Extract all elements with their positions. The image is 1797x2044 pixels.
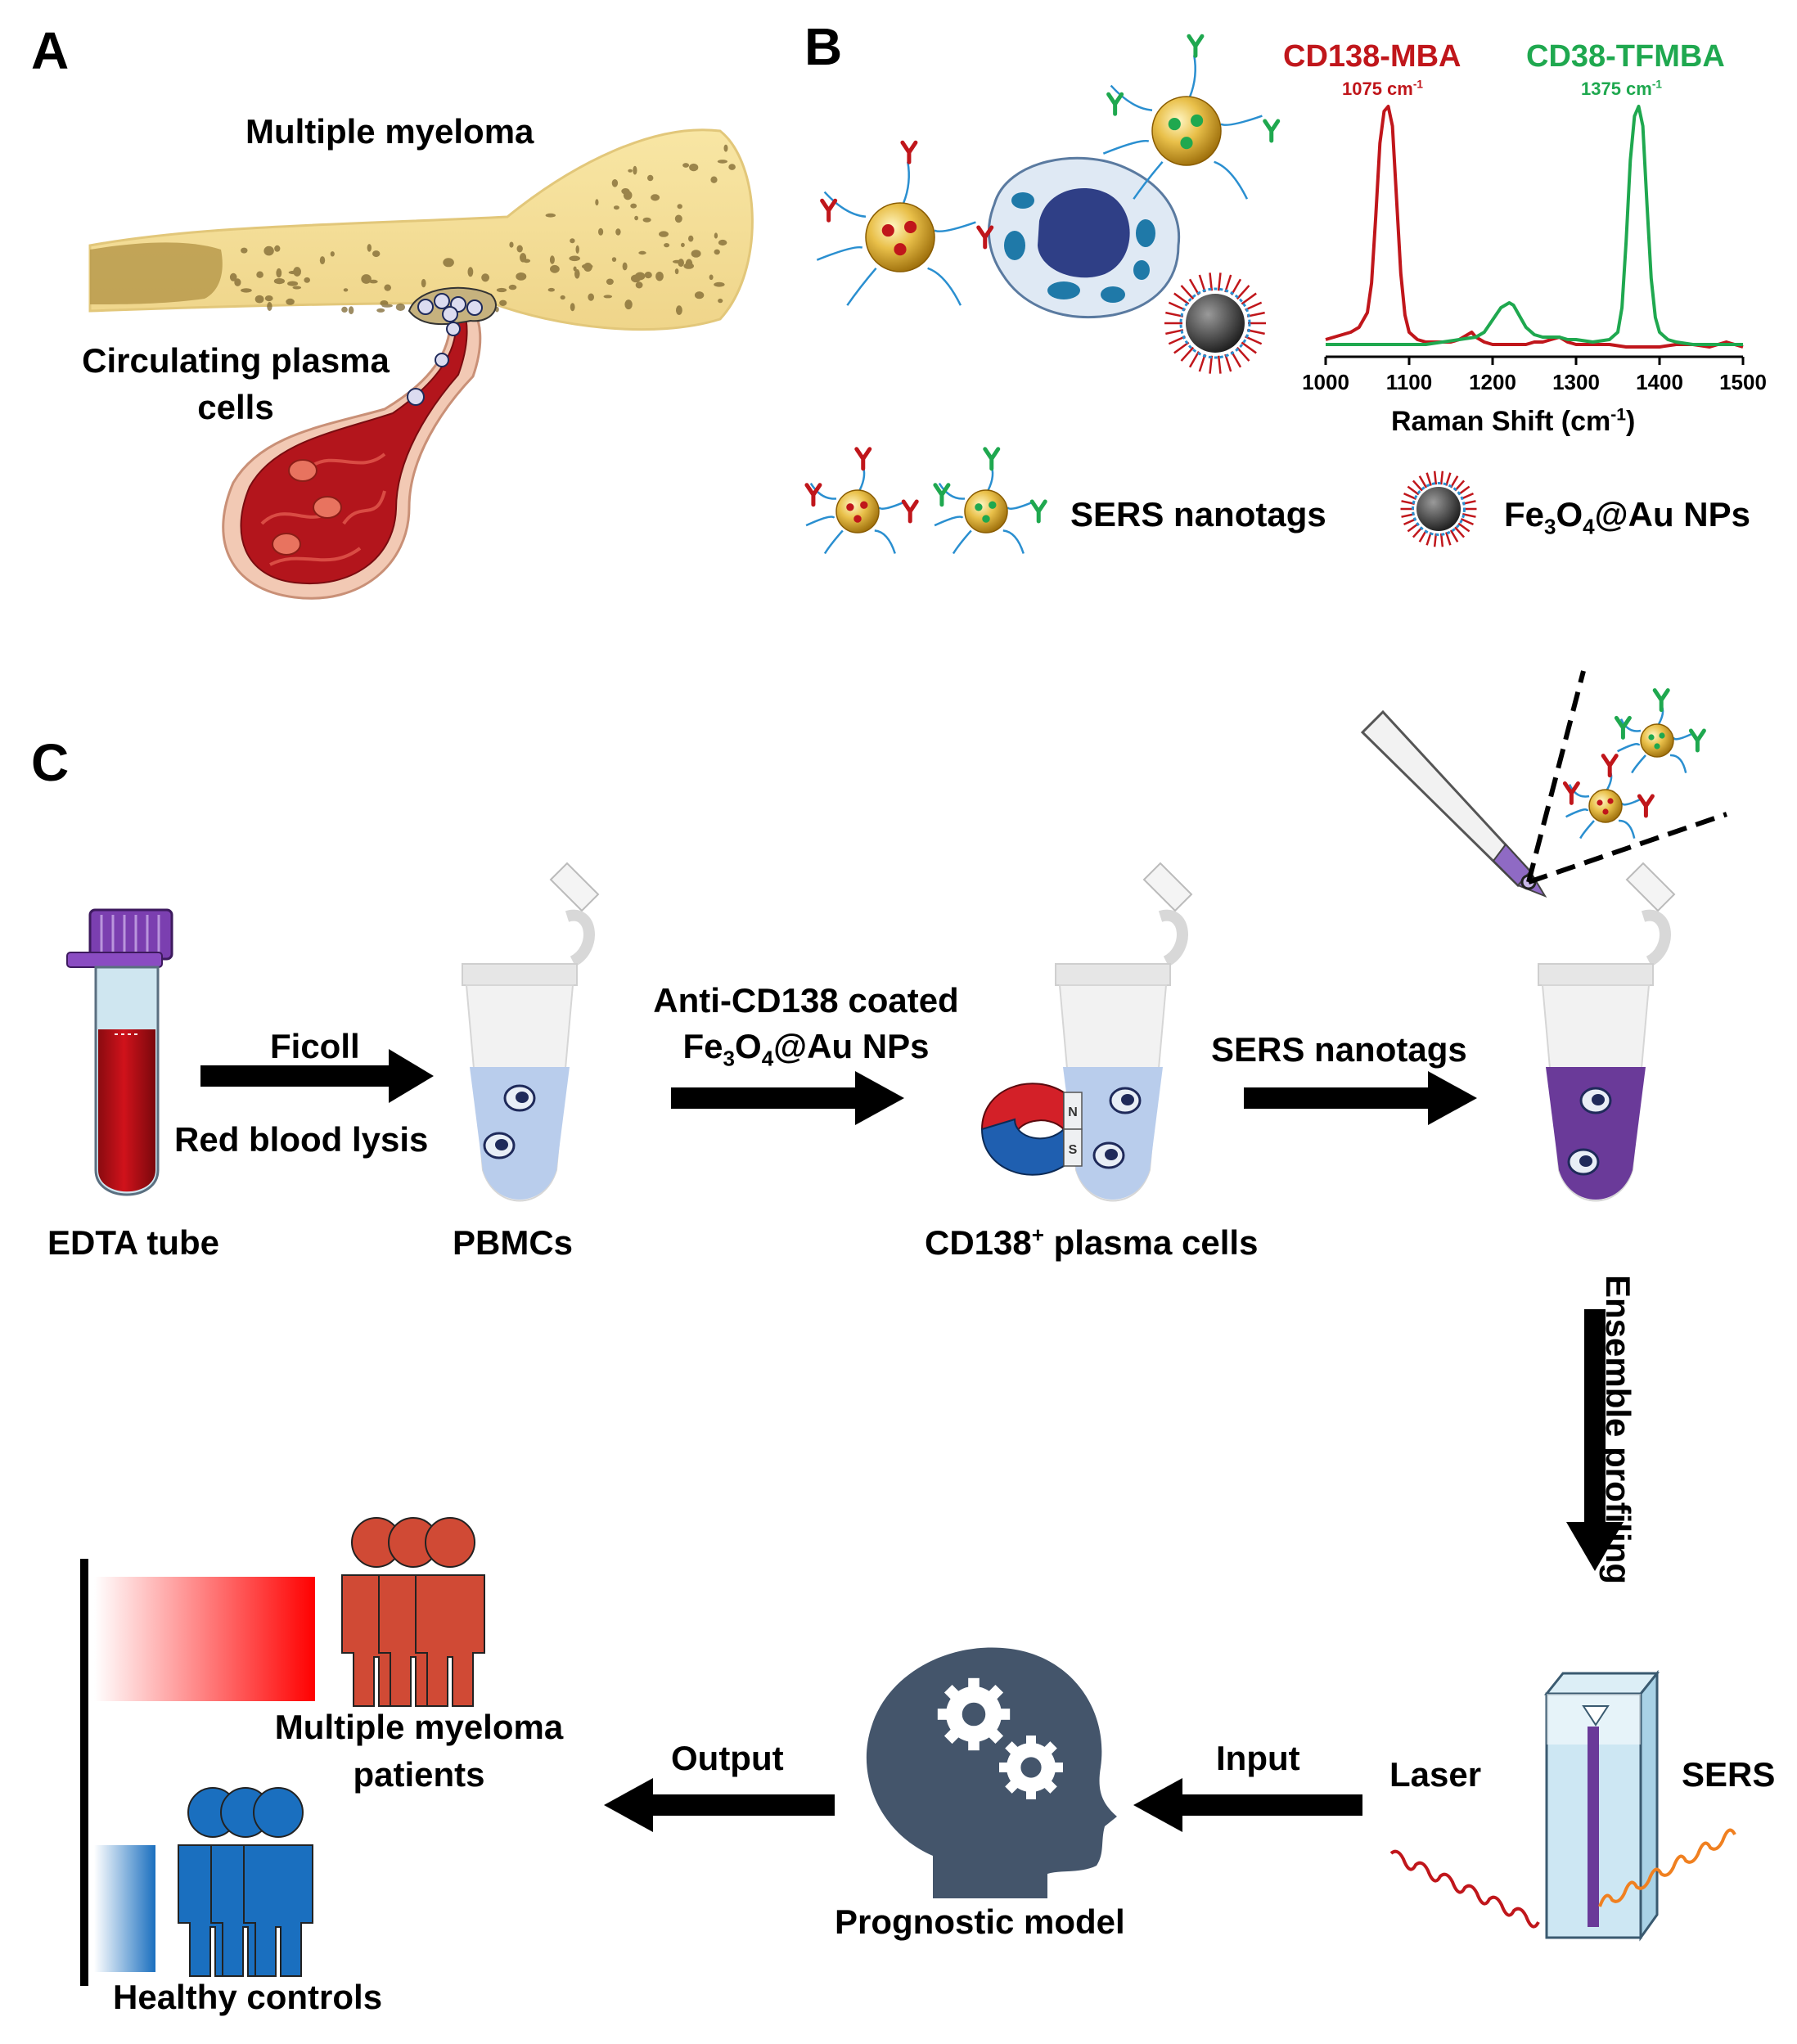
legend-np-label: Fe3O4@Au NPs: [1504, 495, 1750, 539]
step-ficoll-label: Ficoll: [270, 1027, 360, 1065]
arrow-ficoll: [200, 1049, 434, 1103]
sers-wave: [1598, 1828, 1736, 1907]
healthy-controls-label: Healthy controls: [113, 1978, 383, 2016]
legend-nanotags-label: SERS nanotags: [1070, 495, 1326, 534]
result-bars: [80, 1559, 315, 1986]
magnet-s-label: S: [1069, 1143, 1078, 1157]
ensemble-profiling-label: Ensemble profiling: [1599, 1275, 1637, 1585]
edta-tube-label: EDTA tube: [47, 1223, 219, 1262]
magnet-n-label: N: [1068, 1105, 1078, 1119]
cd138-microtube-icon: [1055, 862, 1193, 1202]
patient-person-icon: [415, 1517, 485, 1707]
gear-large-icon: [937, 1677, 1011, 1751]
panel-a-letter: A: [31, 21, 70, 80]
cd138-cells-label: CD138+ plasma cells: [925, 1222, 1259, 1262]
mm-patients-label-1: Multiple myeloma: [274, 1708, 564, 1746]
pbmc-microtube-icon: [462, 862, 600, 1202]
arrow-ensemble-profiling: [1566, 1309, 1624, 1571]
x-tick-label: 1100: [1386, 370, 1432, 394]
arrow-anti-cd138: [671, 1071, 904, 1125]
series-line-mba: [1325, 105, 1744, 349]
control-person-icon: [243, 1787, 313, 1977]
flow-arrows: [200, 1049, 1624, 1832]
laser-label: Laser: [1389, 1755, 1482, 1794]
patients-bar: [94, 1577, 315, 1701]
edta-tube-icon: [66, 908, 173, 1196]
peak-label-mba: 1075 cm-1: [1342, 78, 1423, 99]
input-label: Input: [1216, 1739, 1300, 1777]
blood-vessel-illustration: [222, 286, 497, 600]
arrow-output: [604, 1778, 835, 1832]
panel-b-letter: B: [804, 17, 843, 76]
magnet-icon: N S: [980, 1083, 1083, 1176]
x-tick-label: 1200: [1469, 370, 1516, 394]
sers-label: SERS: [1682, 1755, 1776, 1794]
fe3o4-au-np-icon: [1164, 272, 1266, 374]
circulating-cells-label-1: Circulating plasma: [82, 341, 390, 380]
x-tick-label: 1300: [1552, 370, 1600, 394]
prognostic-model-label: Prognostic model: [835, 1902, 1125, 1941]
series-label-mba: CD138-MBA: [1283, 39, 1461, 74]
x-axis-label: Raman Shift (cm-1): [1391, 405, 1636, 437]
x-tick-label: 1500: [1719, 370, 1767, 394]
bone-label: Multiple myeloma: [245, 112, 534, 151]
mm-patients-label-2: patients: [353, 1755, 485, 1794]
pbmcs-label: PBMCs: [453, 1223, 574, 1262]
probe-nanotag-tfmba-icon: [1614, 688, 1706, 774]
raman-chart: 1000 1100 1200 1300 1400 1500: [1302, 105, 1767, 394]
arrow-input: [1133, 1778, 1362, 1832]
x-tick-label: 1000: [1302, 370, 1349, 394]
sers-microtube-icon: [1538, 862, 1676, 1202]
series-label-tfmba: CD38-TFMBA: [1526, 39, 1725, 74]
nanotag-mba-icon: [816, 140, 994, 306]
step-anti-cd138-label-2: Fe3O4@Au NPs: [682, 1027, 930, 1071]
x-tick-label: 1400: [1636, 370, 1683, 394]
cuvette-icon: [1543, 1669, 1660, 1942]
series-line-tfmba: [1326, 105, 1743, 346]
step-sers-nanotags-label: SERS nanotags: [1211, 1030, 1467, 1069]
legend-nanotag-tfmba-icon: [933, 447, 1047, 555]
peak-label-tfmba: 1375 cm-1: [1581, 78, 1662, 99]
circulating-cells-label-2: cells: [197, 388, 274, 426]
arrow-sers-nanotags: [1244, 1071, 1477, 1125]
controls-bar: [94, 1845, 155, 1972]
brain-gears-icon: [866, 1647, 1117, 1898]
step-anti-cd138-label-1: Anti-CD138 coated: [653, 981, 959, 1020]
laser-wave: [1389, 1849, 1540, 1929]
gear-small-icon: [999, 1736, 1063, 1799]
probe-nanotag-mba-icon: [1562, 754, 1655, 840]
output-label: Output: [671, 1739, 784, 1777]
raman-probe-icon: [1360, 670, 1727, 898]
legend-fe3o4-au-np-icon: [1400, 470, 1477, 547]
plasma-cell-illustration: [987, 156, 1181, 319]
step-rbc-lysis-label: Red blood lysis: [174, 1120, 429, 1159]
panel-c-letter: C: [31, 733, 70, 792]
legend-nanotag-mba-icon: [804, 447, 919, 555]
nanotag-tfmba-icon: [1102, 34, 1281, 200]
